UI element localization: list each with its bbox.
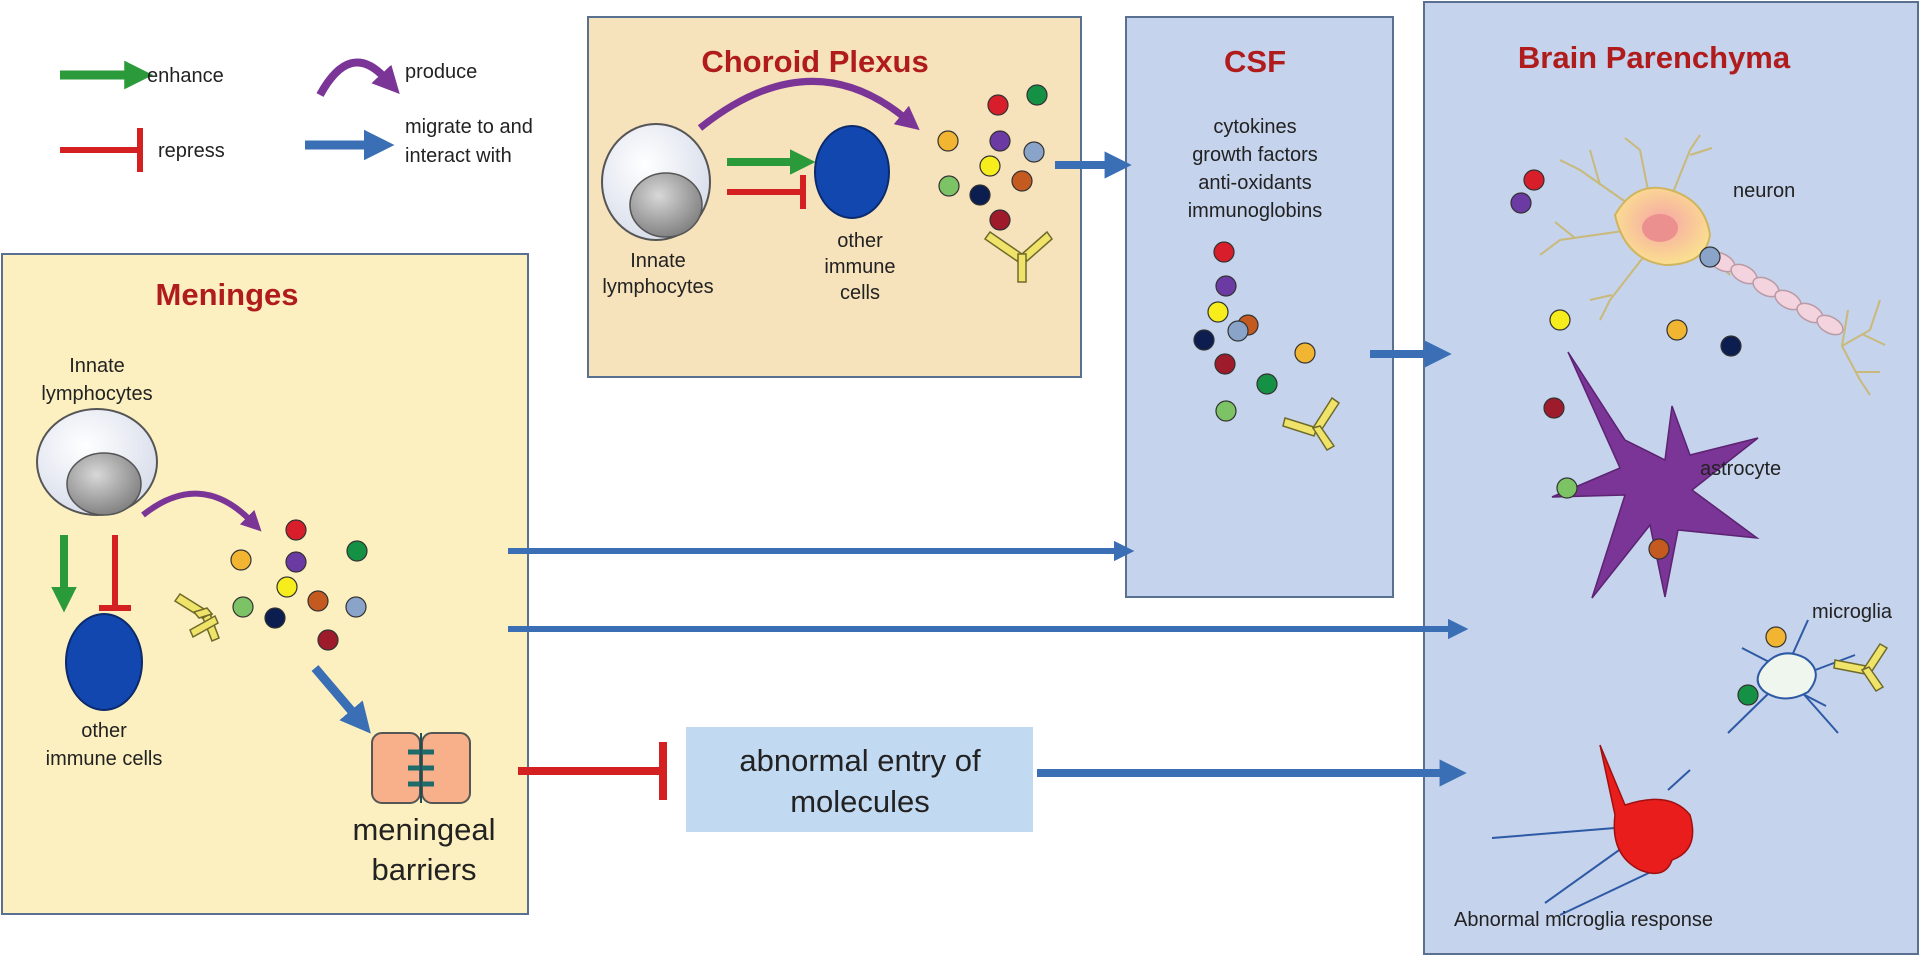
csf-item-anti-oxidants: anti-oxidants xyxy=(1198,172,1311,194)
microglia-label: microglia xyxy=(1812,601,1893,623)
meninges-molecule-cluster xyxy=(230,519,368,651)
choroid-other-label-3: cells xyxy=(840,282,880,304)
legend-produce-label: produce xyxy=(405,61,477,83)
csf-item-immunoglobins: immunoglobins xyxy=(1188,200,1323,222)
meninges-innate-label-1: Innate xyxy=(69,355,125,377)
legend: enhance repress produce migrate to and i… xyxy=(60,58,533,172)
astrocyte-illustration xyxy=(1551,351,1760,599)
choroid-plexus-title: Choroid Plexus xyxy=(701,44,928,79)
meninges-to-barrier-arrow xyxy=(311,665,371,734)
neuron-label: neuron xyxy=(1733,180,1795,202)
meningeal-barriers-label-1: meningeal xyxy=(352,812,495,847)
choroid-innate-label-2: lymphocytes xyxy=(602,276,713,298)
meninges-antibody-icon xyxy=(173,592,220,642)
meninges-repress-symbol xyxy=(99,535,131,611)
astrocyte-label: astrocyte xyxy=(1700,458,1781,480)
meninges-panel: Meninges Innate lymphocytes other immune… xyxy=(1,253,529,915)
meningeal-barriers-label-2: barriers xyxy=(371,852,476,887)
csf-antibody-icon xyxy=(1282,396,1341,452)
choroid-innate-lymphocyte-cell xyxy=(601,123,711,241)
connecting-arrows xyxy=(508,151,1469,800)
csf-item-growth-factors: growth factors xyxy=(1192,144,1318,166)
choroid-plexus-panel: Choroid Plexus Innate lymphocytes other … xyxy=(587,16,1082,378)
brain-parenchyma-title: Brain Parenchyma xyxy=(1518,40,1791,75)
choroid-other-label-1: other xyxy=(837,230,883,252)
meninges-other-label-2: immune cells xyxy=(46,748,163,770)
meningeal-barrier-icon xyxy=(371,732,471,804)
neuron-molecules xyxy=(1510,169,1742,357)
meninges-produce-arrow xyxy=(141,490,262,532)
abnormal-entry-label-2: molecules xyxy=(790,784,930,819)
legend-produce-arrow xyxy=(316,58,400,97)
microglia-antibody-icon xyxy=(1833,642,1889,692)
legend-repress-symbol xyxy=(60,128,143,172)
legend-migrate-label-1: migrate to and xyxy=(405,116,533,138)
meninges-other-label-1: other xyxy=(81,720,127,742)
choroid-molecule-cluster xyxy=(937,84,1048,231)
choroid-produce-arrow xyxy=(697,78,920,131)
csf-item-cytokines: cytokines xyxy=(1213,116,1296,138)
brain-parenchyma-panel: Brain Parenchyma xyxy=(1423,1,1919,955)
abnormal-microglia-illustration xyxy=(1491,744,1694,916)
legend-migrate-label-2: interact with xyxy=(405,145,512,167)
choroid-repress-symbol xyxy=(727,175,806,209)
legend-enhance-label: enhance xyxy=(147,65,224,87)
microglia-illustration xyxy=(1727,619,1856,734)
meninges-innate-label-2: lymphocytes xyxy=(41,383,152,405)
barrier-repress-entry-symbol xyxy=(518,742,667,800)
legend-repress-label: repress xyxy=(158,140,225,162)
astrocyte-molecules xyxy=(1543,397,1670,560)
neuron-illustration xyxy=(1539,134,1886,396)
abnormal-microglia-label: Abnormal microglia response xyxy=(1454,909,1713,931)
choroid-other-immune-cell xyxy=(814,125,890,219)
choroid-innate-label-1: Innate xyxy=(630,250,686,272)
microglia-molecules xyxy=(1737,626,1787,706)
csf-molecule-cluster xyxy=(1193,241,1316,422)
choroid-other-label-2: immune xyxy=(824,256,895,278)
abnormal-entry-panel: abnormal entry of molecules xyxy=(686,727,1033,832)
csf-box xyxy=(1125,16,1394,598)
meninges-innate-lymphocyte-cell xyxy=(36,408,158,516)
choroid-antibody-icon xyxy=(983,230,1054,283)
csf-panel: CSF cytokines growth factors anti-oxidan… xyxy=(1125,16,1394,598)
abnormal-entry-label-1: abnormal entry of xyxy=(739,743,981,778)
abnormal-entry-box xyxy=(686,727,1033,832)
csf-title: CSF xyxy=(1224,44,1286,79)
meninges-title: Meninges xyxy=(156,277,299,312)
meninges-other-immune-cell xyxy=(65,613,143,711)
